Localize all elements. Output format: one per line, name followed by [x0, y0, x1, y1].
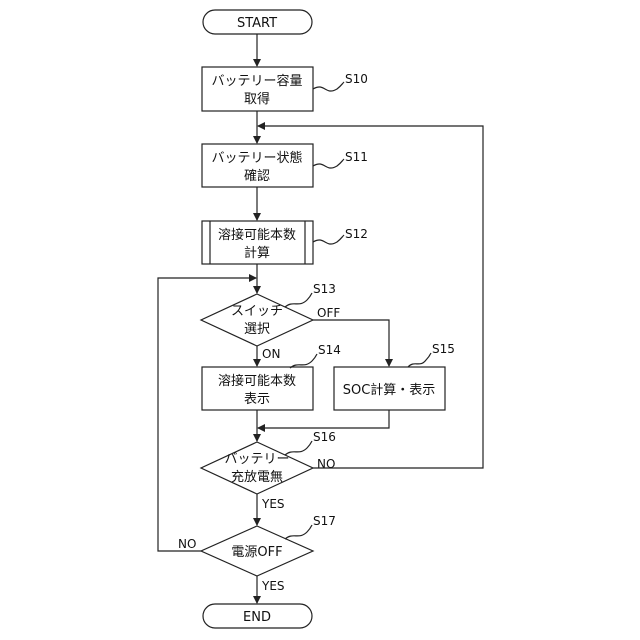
step-s10-box: バッテリー容量 取得	[202, 67, 313, 111]
s13-text-line1: スイッチ	[231, 304, 283, 319]
s12-leader	[313, 235, 344, 244]
s13-text-line2: 選択	[244, 322, 270, 337]
s12-text-line2: 計算	[244, 245, 270, 261]
s15-leader	[408, 353, 431, 367]
end-terminal: END	[203, 604, 312, 628]
end-label: END	[243, 610, 271, 625]
s10-text-line2: 取得	[244, 91, 270, 107]
step-s11-box: バッテリー状態 確認	[202, 144, 313, 187]
s10-text-line1: バッテリー容量	[211, 73, 302, 89]
s14-step-label: S14	[318, 343, 341, 357]
s14-leader	[290, 354, 317, 368]
s14-text-line2: 表示	[244, 392, 270, 407]
s13-leader	[285, 293, 312, 307]
s11-step-label: S11	[345, 150, 368, 164]
s16-text-line2: 充放電無	[231, 469, 283, 485]
decision-s16: バッテリー 充放電無	[201, 442, 313, 494]
s17-step-label: S17	[313, 514, 336, 528]
step-s15-box: SOC計算・表示	[334, 367, 445, 410]
s12-text-line1: 溶接可能本数	[218, 227, 296, 243]
s13-step-label: S13	[313, 282, 336, 296]
decision-s17: 電源OFF	[201, 526, 313, 576]
s13-no-label: OFF	[317, 306, 340, 320]
s12-step-label: S12	[345, 227, 368, 241]
s17-no-label: NO	[178, 537, 196, 551]
s11-text-line2: 確認	[244, 168, 270, 184]
s16-leader	[285, 441, 312, 455]
s15-step-label: S15	[432, 342, 455, 356]
s17-leader	[285, 525, 312, 539]
s17-yes-label: YES	[261, 579, 285, 593]
s11-text-line1: バッテリー状態	[211, 150, 302, 166]
start-label: START	[237, 16, 277, 31]
start-terminal: START	[203, 10, 312, 34]
s16-yes-label: YES	[261, 497, 285, 511]
decision-s13: スイッチ 選択	[201, 294, 313, 346]
s11-leader	[313, 159, 344, 168]
s16-step-label: S16	[313, 430, 336, 444]
s16-text-line1: バッテリー	[224, 452, 289, 467]
step-s12-box: 溶接可能本数 計算	[202, 221, 313, 264]
s17-text: 電源OFF	[231, 545, 282, 560]
s10-step-label: S10	[345, 72, 368, 86]
s10-leader	[313, 82, 344, 91]
s13-yes-label: ON	[262, 347, 280, 361]
step-s14-box: 溶接可能本数 表示	[202, 367, 313, 410]
s16-no-label: NO	[317, 457, 335, 471]
s14-text-line1: 溶接可能本数	[218, 373, 296, 389]
s15-text: SOC計算・表示	[343, 382, 436, 398]
